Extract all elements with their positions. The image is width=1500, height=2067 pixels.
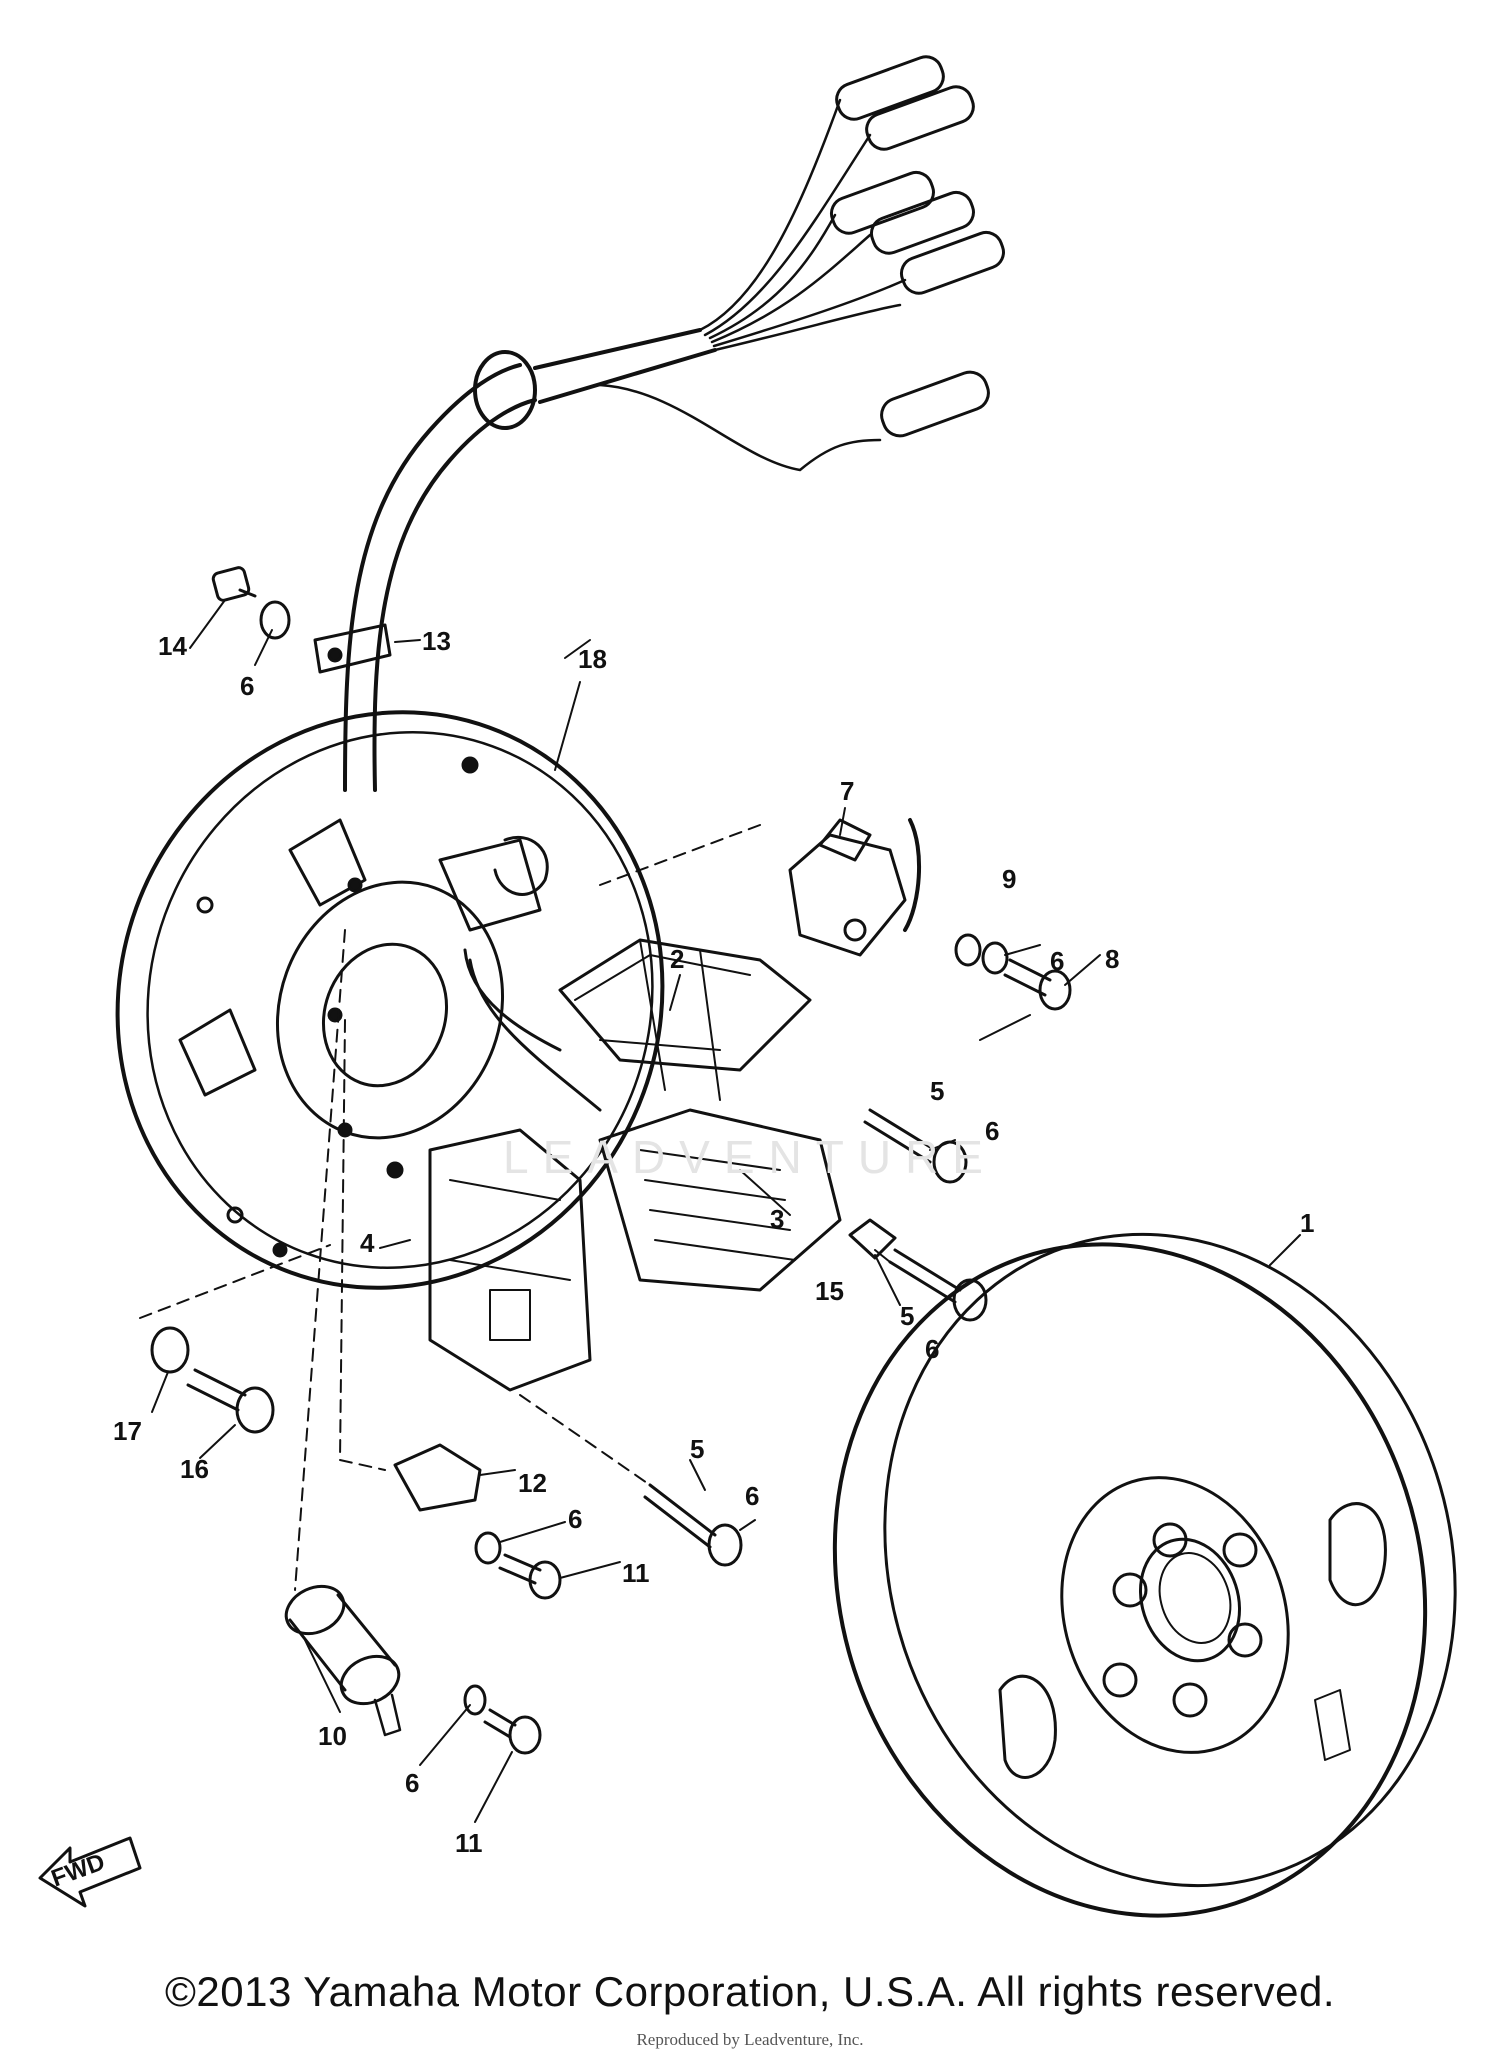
washer-small (259, 600, 291, 640)
stator-plate (115, 710, 665, 1290)
forward-arrow: FWD (38, 1836, 142, 1908)
label-washer-small: 6 (240, 671, 254, 701)
stator-washer (150, 1326, 190, 1374)
label-contact-breaker: 7 (840, 776, 854, 806)
label-washer-a: 6 (985, 1116, 999, 1146)
flywheel (832, 1232, 1457, 1918)
condenser (284, 1584, 402, 1737)
label-coil-left: 4 (360, 1228, 375, 1258)
label-clamp-screw: 14 (158, 631, 187, 661)
forward-marker-text: FWD (48, 1848, 109, 1892)
label-washer-e: 6 (568, 1504, 582, 1534)
label-washer-f: 6 (405, 1768, 419, 1798)
wire-harness (343, 55, 1005, 792)
label-screw-b: 5 (900, 1301, 914, 1331)
label-washer-c: 6 (925, 1334, 939, 1364)
washer-clamp (474, 1531, 502, 1565)
label-points-washer: 9 (1002, 864, 1016, 894)
label-lead-clamp: 13 (422, 626, 451, 656)
label-clamp-screw-b: 11 (622, 1558, 650, 1588)
label-coil-upper: 2 (670, 944, 684, 974)
copyright-notice: ©2013 Yamaha Motor Corporation, U.S.A. A… (164, 1968, 1336, 2015)
coil-upper (558, 938, 812, 1101)
label-flywheel: 1 (1300, 1208, 1314, 1238)
lighting-coil-clamp (393, 1443, 482, 1512)
label-washer-b: 6 (1050, 946, 1064, 976)
label-condenser-screw: 11 (455, 1828, 483, 1858)
leader-lines (139, 599, 1301, 1823)
label-coil-right: 3 (770, 1204, 784, 1234)
label-screw-a: 5 (930, 1076, 944, 1106)
washer-points-a (954, 933, 982, 967)
coil-leads (463, 948, 602, 1112)
coil-right (598, 1108, 842, 1292)
condenser-screw (483, 1708, 542, 1755)
stator-screw (186, 1368, 275, 1434)
label-stator-washer: 17 (113, 1416, 142, 1446)
coil-screw-a (863, 1108, 968, 1184)
label-stator-plate: 18 (578, 644, 607, 674)
lead-clamp (313, 623, 392, 674)
points-screw (1003, 958, 1072, 1011)
washer-points-b (981, 941, 1009, 975)
watermark: LEADVENTURE (503, 1131, 997, 1183)
washer-condenser (463, 1684, 487, 1716)
coil-screw-c (643, 1483, 743, 1567)
label-washer-d: 6 (745, 1481, 759, 1511)
lead-holder (848, 1218, 897, 1260)
label-stator-screw: 16 (180, 1454, 209, 1484)
label-screw-c: 5 (690, 1434, 704, 1464)
credit-line: Reproduced by Leadventure, Inc. (636, 2030, 864, 2049)
clamp-screw-b (498, 1553, 562, 1600)
coil-left (428, 1128, 592, 1392)
connector-plug (829, 55, 1005, 438)
grommet (473, 350, 537, 430)
label-lead-holder: 15 (815, 1276, 844, 1306)
label-condenser: 10 (318, 1721, 347, 1751)
clamp-screw (211, 566, 257, 602)
label-points-screw: 8 (1105, 944, 1119, 974)
contact-breaker (788, 818, 921, 957)
label-lighting-coil-clamp: 12 (518, 1468, 547, 1498)
